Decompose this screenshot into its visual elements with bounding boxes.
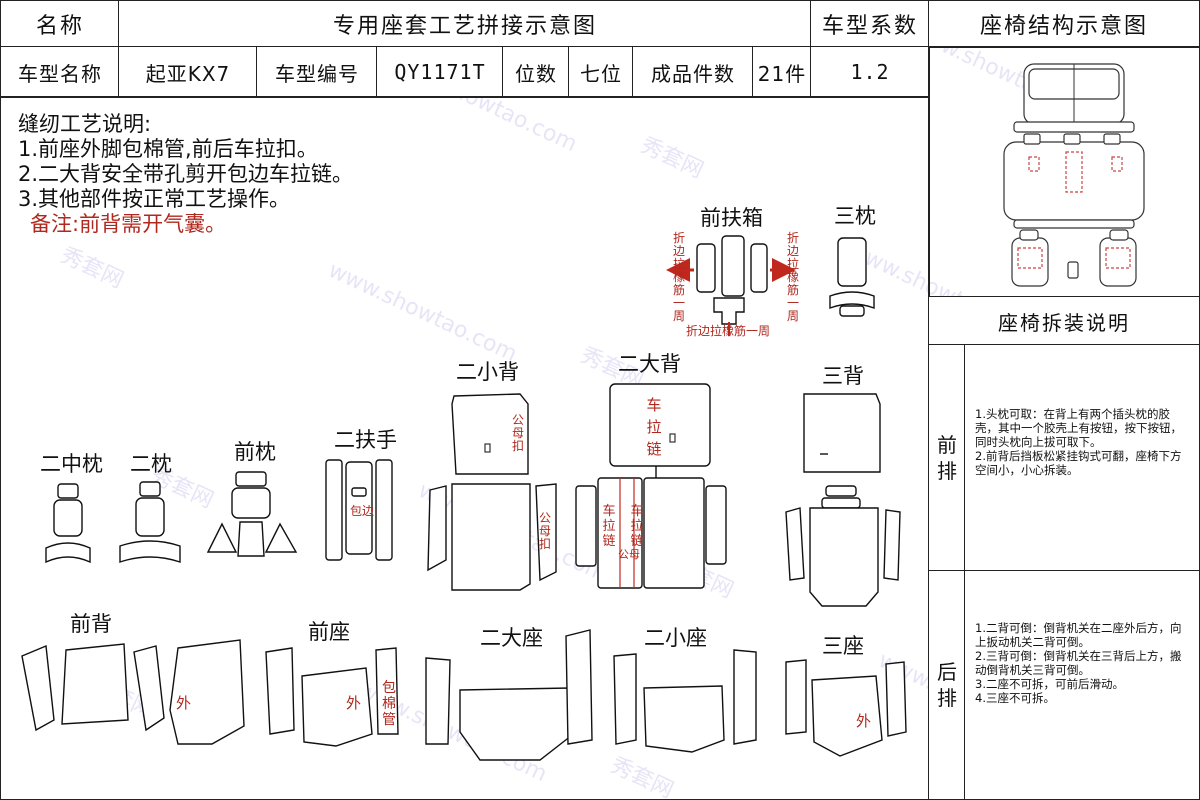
- piece-second-pillow: [119, 481, 181, 563]
- piece-second-mid-pillow: [45, 483, 91, 564]
- label-front-pillow: 前枕: [234, 440, 276, 464]
- rear-row-text: 1.二背可倒：倒背机关在二座外后方，向上扳动机关二背可倒。 2.三背可倒：倒背机…: [975, 621, 1182, 705]
- disassembly-title-cell: 座椅拆装说明: [928, 296, 1200, 346]
- model-name-label-cell: 车型名称: [0, 46, 120, 98]
- rear-row-instructions: 1.二背可倒：倒背机关在二座外后方，向上扳动机关二背可倒。 2.三背可倒：倒背机…: [964, 570, 1200, 800]
- seats-label: 位数: [515, 61, 557, 86]
- rear-row-label: 后排: [937, 660, 957, 710]
- piece-front-pillow: [206, 471, 298, 557]
- label-second-big-seat: 二大座: [480, 626, 543, 650]
- label-second-big-back: 二大背: [618, 352, 681, 376]
- annotation-fold-right: 折边拉橡筋一周: [786, 231, 799, 323]
- annotation-fold-left: 折边拉橡筋一周: [672, 231, 685, 323]
- name-label-cell: 名称: [0, 0, 120, 48]
- annotation-mother-buckle-side: 公母扣: [538, 511, 551, 551]
- label-second-small-back: 二小背: [456, 360, 519, 384]
- piece-third-pillow: [829, 237, 875, 317]
- seats-value: 七位: [580, 61, 622, 86]
- model-name-cell: 起亚KX7: [118, 46, 258, 98]
- piece-second-big-seat: [425, 629, 593, 761]
- coef-value: 1.2: [850, 60, 890, 84]
- piece-front-box: [666, 235, 796, 336]
- piece-second-small-back: [427, 393, 557, 591]
- model-code-label: 车型编号: [275, 61, 359, 86]
- coef-label: 车型系数: [821, 14, 918, 39]
- notes-title: 缝纫工艺说明:: [18, 112, 152, 136]
- notes-remark: 备注:前背需开气囊。: [30, 212, 227, 236]
- seat-structure-diagram: [928, 46, 1200, 298]
- pattern-pieces: [21, 235, 907, 761]
- piece-third-seat: [785, 659, 907, 757]
- model-code-cell: QY1171T: [376, 46, 504, 98]
- model-name: 起亚KX7: [145, 61, 231, 86]
- annotation-zipper-right: 车拉链: [630, 504, 644, 549]
- seat-structure-svg: [1003, 63, 1145, 287]
- model-name-label: 车型名称: [18, 61, 102, 86]
- label-third-pillow: 三枕: [834, 204, 876, 228]
- front-row-text: 1.头枕可取：在背上有两个插头枕的胶壳，其中一个胶壳上有按钮，按下按钮，同时头枕…: [975, 407, 1182, 477]
- piece-second-big-back: [575, 383, 727, 589]
- pieces-label: 成品件数: [651, 61, 735, 86]
- piece-second-armrest: [325, 459, 393, 561]
- notes-line-3: 3.其他部件按正常工艺操作。: [18, 187, 291, 211]
- notes-line-1: 1.前座外脚包棉管,前后车拉扣。: [18, 137, 318, 161]
- name-label: 名称: [35, 14, 84, 39]
- annotation-edge-wrap: 包边: [350, 504, 375, 518]
- front-row-label: 前排: [937, 433, 957, 483]
- coef-label-cell: 车型系数: [810, 0, 930, 48]
- annotation-zipper-left: 车拉链: [602, 504, 616, 549]
- model-code-label-cell: 车型编号: [256, 46, 378, 98]
- front-row-instructions: 1.头枕可取：在背上有两个插头枕的胶壳，其中一个胶壳上有按钮，按下按钮，同时头枕…: [964, 344, 1200, 572]
- label-front-back: 前背: [70, 612, 112, 636]
- annotation-outer-third-seat: 外: [856, 712, 872, 730]
- rear-row-label-cell: 后排: [928, 570, 966, 800]
- piece-front-back: [21, 639, 245, 745]
- label-second-pillow: 二枕: [130, 452, 172, 476]
- pieces-value: 21件: [757, 61, 807, 86]
- page-title: 专用座套工艺拼接示意图: [332, 14, 597, 39]
- annotation-fold-bottom: 折边拉橡筋一周: [686, 324, 771, 338]
- struct-title: 座椅结构示意图: [979, 14, 1148, 39]
- label-front-seat: 前座: [308, 620, 350, 644]
- label-second-armrest: 二扶手: [334, 428, 397, 452]
- piece-second-small-seat: [613, 649, 757, 753]
- pieces-label-cell: 成品件数: [632, 46, 754, 98]
- label-third-back: 三背: [822, 364, 864, 388]
- annotation-public-mother: 公母: [618, 548, 640, 561]
- model-code: QY1171T: [394, 60, 486, 84]
- label-second-small-seat: 二小座: [644, 626, 707, 650]
- disassembly-title: 座椅拆装说明: [998, 310, 1130, 335]
- struct-title-cell: 座椅结构示意图: [928, 0, 1200, 48]
- seats-cell: 七位: [568, 46, 634, 98]
- piece-front-seat: [265, 647, 399, 747]
- annotation-zipper-top: 车拉链: [646, 396, 662, 458]
- piece-third-back: [785, 393, 901, 607]
- label-front-box: 前扶箱: [700, 206, 763, 230]
- annotation-cotton-tube: 包棉管: [382, 680, 396, 728]
- annotation-mother-buckle-back: 公母扣: [511, 413, 524, 453]
- label-second-mid-pillow: 二中枕: [40, 452, 103, 476]
- coef-cell: 1.2: [810, 46, 930, 98]
- annotation-outer-front-seat: 外: [346, 694, 362, 712]
- notes-line-2: 2.二大背安全带孔剪开包边车拉链。: [18, 162, 354, 186]
- sewing-notes: 缝纫工艺说明: 1.前座外脚包棉管,前后车拉扣。 2.二大背安全带孔剪开包边车拉…: [18, 112, 353, 237]
- seats-label-cell: 位数: [502, 46, 570, 98]
- front-row-label-cell: 前排: [928, 344, 966, 572]
- annotation-outer-front-back: 外: [176, 694, 192, 712]
- label-third-seat: 三座: [822, 634, 864, 658]
